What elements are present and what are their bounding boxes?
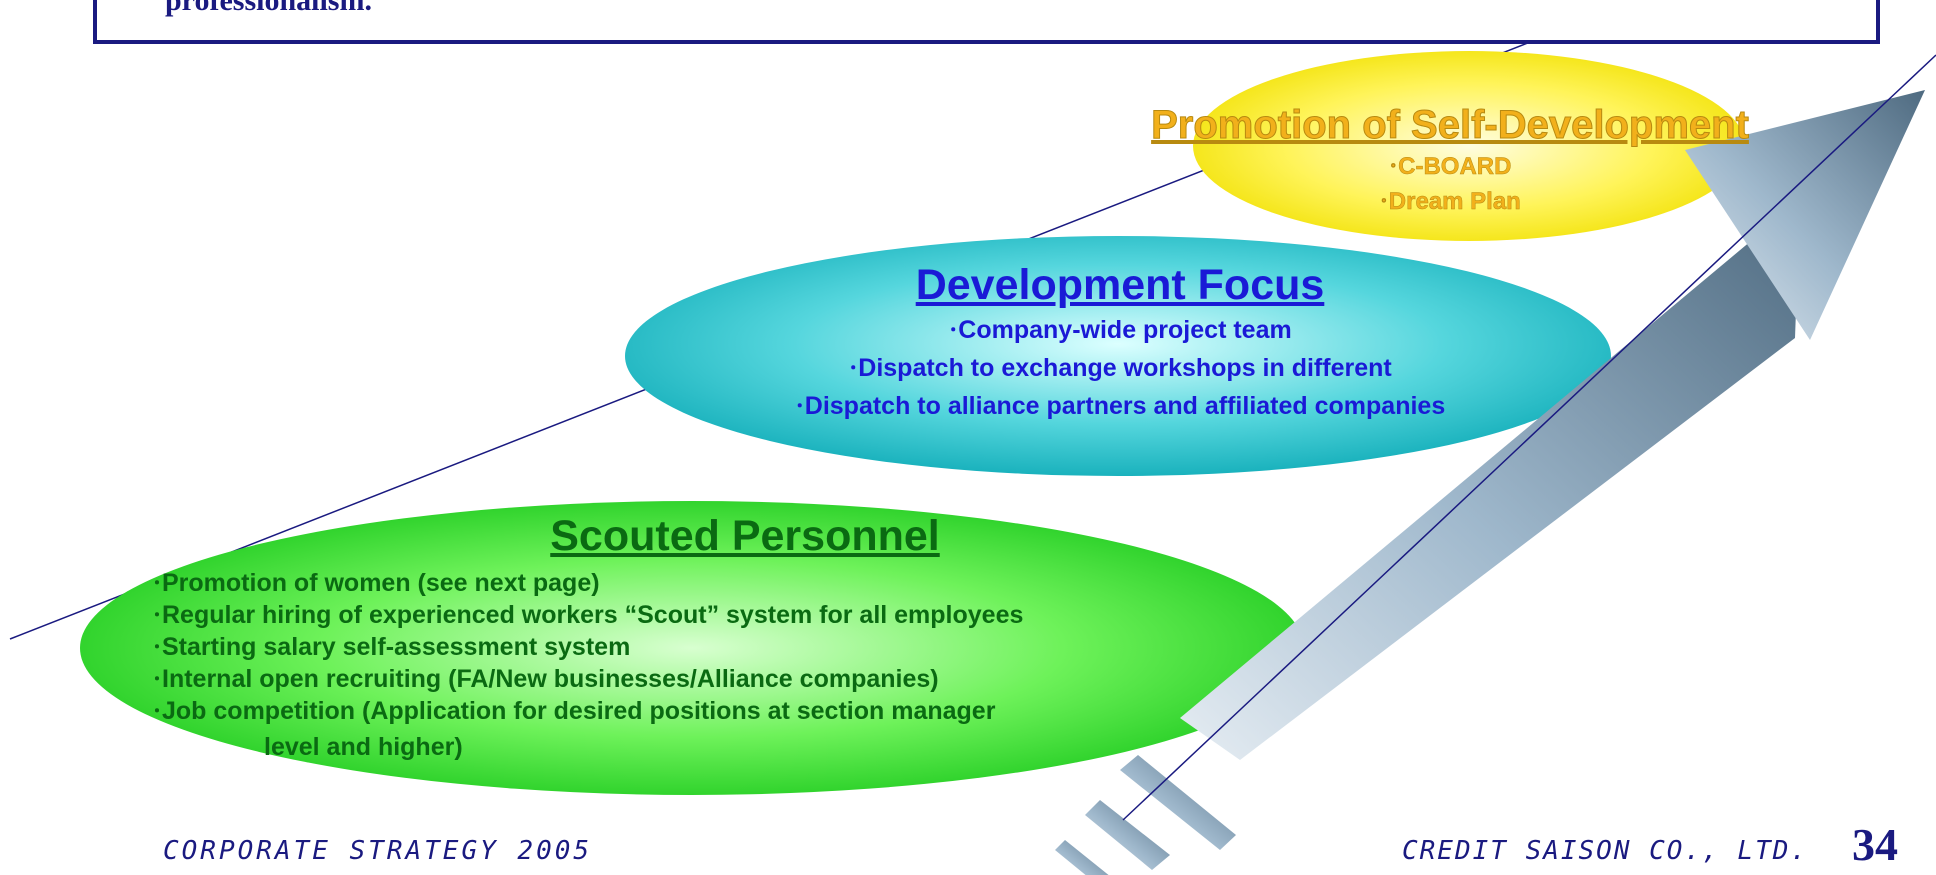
self-development-block: Promotion of Self-Development ･C-BOARD ･… <box>1080 100 1820 219</box>
list-item: ･Promotion of women (see next page) <box>152 569 600 597</box>
list-item: ･Dispatch to alliance partners and affil… <box>794 391 1446 420</box>
list-item: ･Starting salary self-assessment system <box>152 632 631 661</box>
self-development-title: Promotion of Self-Development <box>1151 103 1750 148</box>
scouted-personnel-oval <box>80 501 1304 795</box>
list-item: ･Regular hiring of experienced workers “… <box>152 600 1024 629</box>
footer-right-text: CREDIT SAISON CO., LTD. <box>1402 836 1809 866</box>
list-item: ･Internal open recruiting (FA/New busine… <box>152 664 939 693</box>
arrow-center-line <box>1122 54 1936 821</box>
intro-text: professionalism. <box>165 0 372 17</box>
scouted-personnel-title-wrap: Scouted Personnel <box>440 512 1050 561</box>
list-item: ･Company-wide project team <box>948 316 1292 344</box>
page-number: 34 <box>1852 819 1898 870</box>
development-focus-oval <box>625 236 1611 476</box>
intro-text-box: professionalism. <box>93 0 1880 44</box>
scouted-personnel-list: ･Promotion of women (see next page) ･Reg… <box>152 568 1023 765</box>
self-development-oval <box>1193 51 1745 241</box>
list-item: ･Dispatch to exchange workshops in diffe… <box>848 353 1392 382</box>
list-item-continuation: level and higher) <box>264 733 463 762</box>
footer-left-text: CORPORATE STRATEGY 2005 <box>163 836 593 866</box>
list-item: ･C-BOARD <box>1388 153 1512 181</box>
development-focus-title: Development Focus <box>915 261 1325 309</box>
development-focus-block: Development Focus ･Company-wide project … <box>680 258 1560 426</box>
list-item: ･Dream Plan <box>1379 187 1521 215</box>
list-item: ･Job competition (Application for desire… <box>152 696 996 725</box>
scouted-personnel-title: Scouted Personnel <box>550 512 940 560</box>
